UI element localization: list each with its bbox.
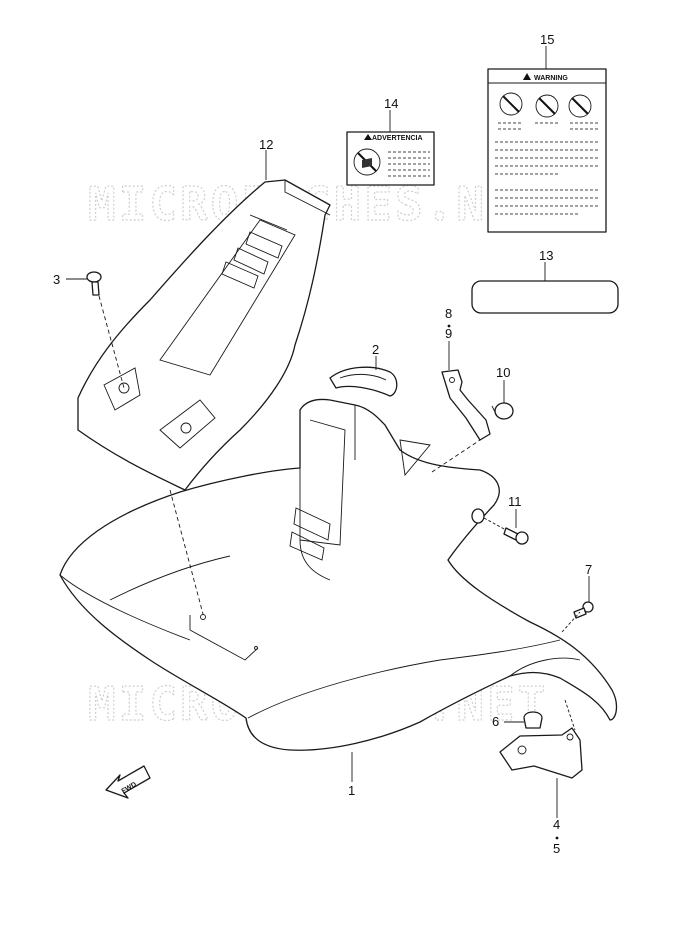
upper-cover-part-12 [77,179,331,491]
advertencia-title: ADVERTENCIA [372,135,423,142]
bracket-part-4-5 [499,727,583,779]
bolt-part-11 [471,508,529,545]
warning-title: WARNING [534,75,568,82]
front-fender-part-1 [59,398,618,751]
callout-2: 2 [372,342,379,357]
callout-3: 3 [53,272,60,287]
callout-7: 7 [585,562,592,577]
leader-lines [66,46,590,818]
warning-label-part-15: WARNING [487,68,607,233]
grommet-part-10 [491,402,514,420]
fwd-arrow-icon: FWD [105,765,151,799]
callout-13: 13 [539,248,553,263]
callout-numbers: 15 14 12 13 3 8 9 2 10 11 7 6 1 4 5 [53,32,592,856]
callout-6: 6 [492,714,499,729]
callout-10: 10 [496,365,510,380]
clip-part-2 [329,366,398,397]
grommet-part-6 [523,711,543,729]
callout-5: 5 [553,841,560,856]
callout-14: 14 [384,96,398,111]
decal-part-13 [471,280,619,314]
screw-part-3 [86,271,102,296]
bracket-part-8-9 [441,369,491,441]
callout-9: 9 [445,326,452,341]
callout-11: 11 [508,494,522,509]
callout-15: 15 [540,32,554,47]
callout-8: 8 [445,306,452,321]
advertencia-label-part-14: ADVERTENCIA [346,131,435,186]
callout-1: 1 [348,783,355,798]
callout-4: 4 [553,817,560,832]
callout-12: 12 [259,137,273,152]
